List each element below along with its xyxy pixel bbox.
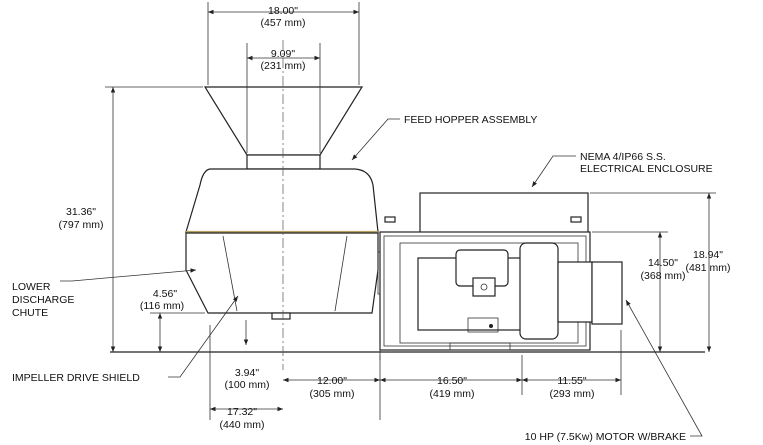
enclosure-label-line2: ELECTRICAL ENCLOSURE: [580, 163, 713, 175]
dim-text: (305 mm): [310, 388, 355, 400]
motor-label: 10 HP (7.5Kw) MOTOR W/BRAKE: [525, 431, 686, 443]
motor: [417, 242, 623, 340]
lower-chute-label-line3: CHUTE: [12, 307, 48, 319]
dim-text: 31.36": [66, 206, 96, 218]
dim-text: 9.09": [271, 48, 295, 60]
dim-text: (797 mm): [59, 219, 104, 231]
electrical-enclosure: [384, 192, 589, 234]
dim-text: (481 mm): [686, 262, 731, 274]
dim-text: 3.94": [235, 367, 259, 379]
dim-outlet-offset: 3.94" (100 mm): [225, 320, 270, 391]
dim-chute-width: 17.32" (440 mm): [209, 325, 283, 431]
impeller-label: IMPELLER DRIVE SHIELD: [12, 372, 140, 384]
dim-text: (231 mm): [261, 60, 306, 72]
callout-impeller: IMPELLER DRIVE SHIELD: [12, 295, 239, 384]
dim-text: 11.55": [557, 375, 586, 387]
dim-text: 18.00": [268, 5, 298, 17]
callout-feed-hopper: FEED HOPPER ASSEMBLY: [351, 114, 537, 161]
grinder-body: [185, 168, 379, 234]
dim-chute-height: 4.56" (116 mm): [140, 288, 205, 352]
dim-text: 16.50": [437, 375, 467, 387]
dim-text: (440 mm): [220, 419, 265, 431]
dim-text: (116 mm): [140, 300, 184, 312]
dim-hopper-width: 18.00" (457 mm): [207, 2, 360, 85]
dim-text: 4.56": [153, 288, 177, 300]
dim-text: 17.32": [227, 406, 257, 418]
dim-enclosure-height: 18.94" (481 mm): [590, 192, 731, 352]
dim-text: 18.94": [693, 249, 723, 261]
lower-chute-label-line1: LOWER: [12, 281, 51, 293]
dim-frame-height: 14.50" (368 mm): [592, 231, 686, 352]
feed-hopper-label: FEED HOPPER ASSEMBLY: [404, 114, 537, 126]
dim-hopper-throat: 9.09" (231 mm): [246, 43, 321, 153]
lower-discharge-chute: [185, 232, 385, 320]
dim-text: (293 mm): [550, 388, 595, 400]
feed-hopper: [203, 86, 364, 170]
lower-chute-label-line2: DISCHARGE: [12, 294, 74, 306]
dim-text: (368 mm): [641, 270, 686, 282]
dim-overall-height: 31.36" (797 mm): [59, 86, 203, 352]
dim-center-to-frame: 12.00" (305 mm): [283, 355, 381, 420]
dim-text: (100 mm): [225, 379, 270, 391]
callout-motor: 10 HP (7.5Kw) MOTOR W/BRAKE: [525, 299, 703, 443]
dim-text: 14.50": [648, 257, 678, 269]
dim-text: (419 mm): [430, 388, 475, 400]
enclosure-label-line1: NEMA 4/IP66 S.S.: [580, 151, 666, 163]
dim-text: (457 mm): [261, 17, 306, 29]
dim-text: 12.00": [317, 375, 347, 387]
dim-motor-end: 11.55" (293 mm): [522, 330, 622, 400]
callout-enclosure: NEMA 4/IP66 S.S. ELECTRICAL ENCLOSURE: [531, 151, 713, 188]
callout-lower-chute: LOWER DISCHARGE CHUTE: [12, 268, 197, 319]
dim-frame-to-motor: 16.50" (419 mm): [380, 355, 523, 400]
